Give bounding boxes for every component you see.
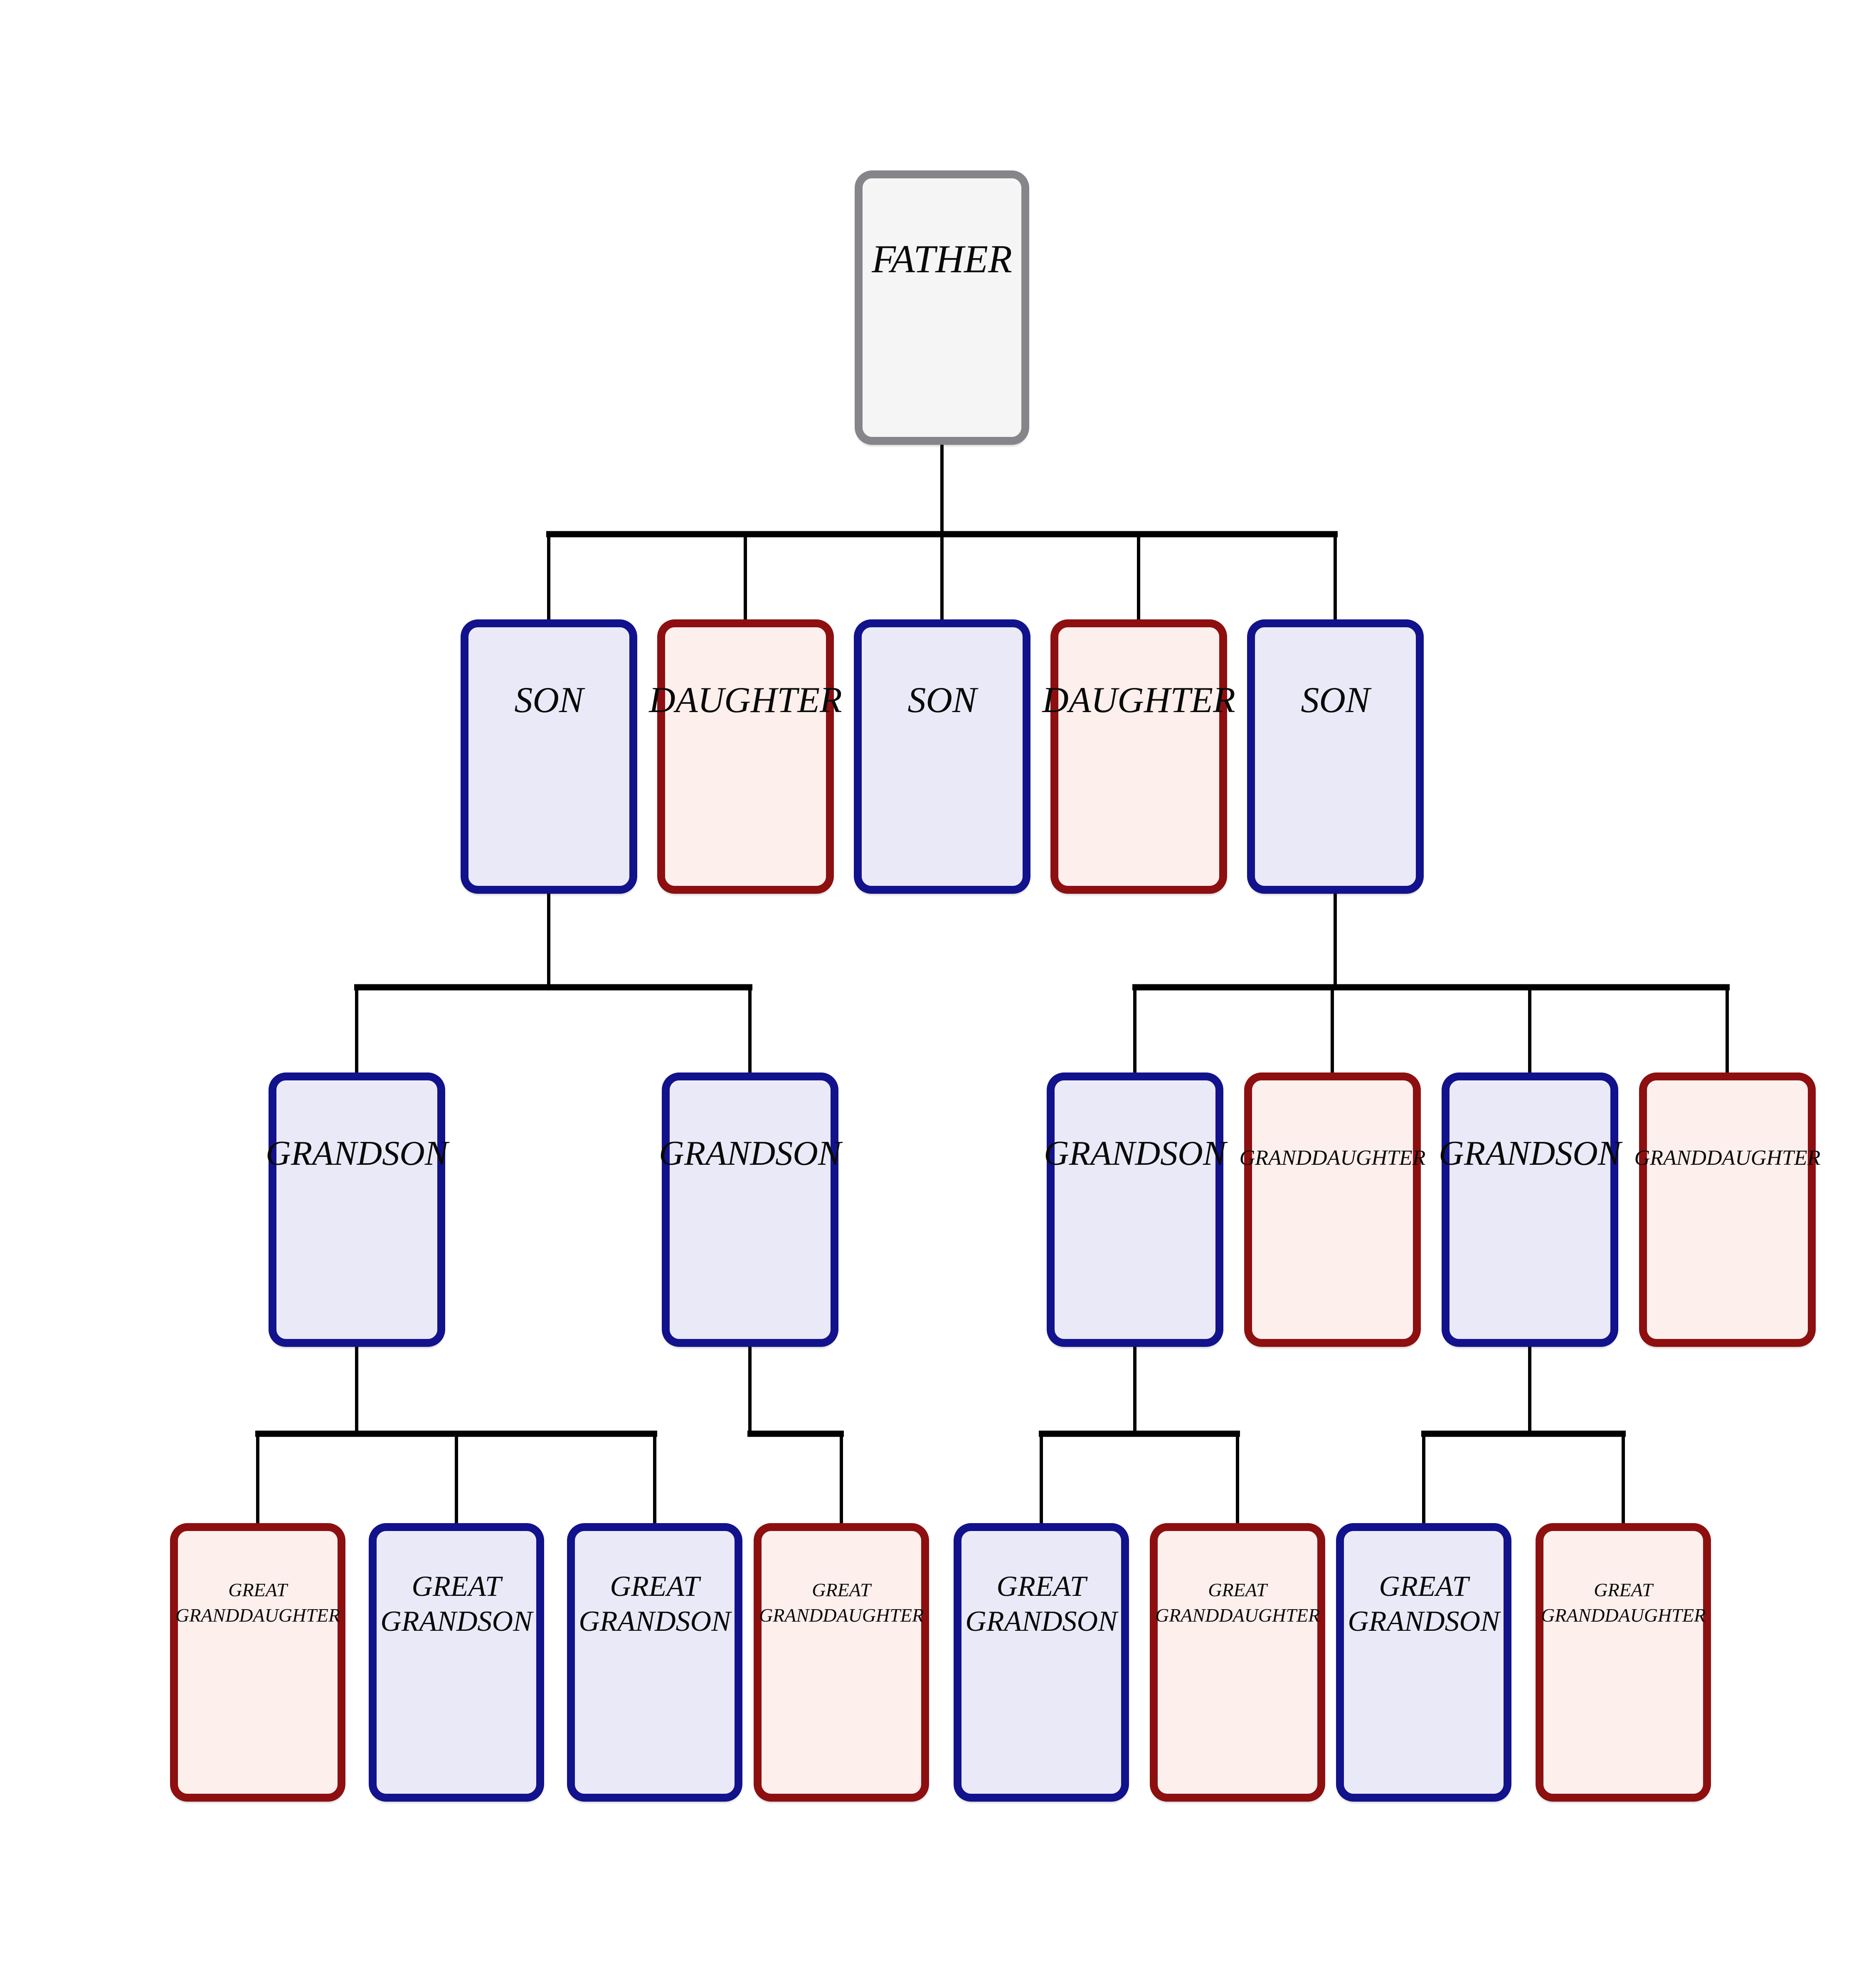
connector-father-to-gen2 xyxy=(546,445,1338,622)
node-label: GRANDDAUGHTER xyxy=(1634,1146,1821,1170)
node-great-granddaughter-3: GREAT GRANDDAUGHTER xyxy=(1150,1523,1325,1802)
node-label: GREAT GRANDDAUGHTER xyxy=(1155,1579,1320,1626)
node-great-granddaughter-4: GREAT GRANDDAUGHTER xyxy=(1536,1523,1711,1802)
node-label: SON xyxy=(907,680,977,720)
connector-grandson2-to-great-grandchild xyxy=(747,1347,844,1526)
node-daughter-1: DAUGHTER xyxy=(649,619,842,894)
node-label: GRANDSON xyxy=(659,1134,841,1173)
node-label: GREAT GRANDSON xyxy=(380,1571,532,1637)
node-father: FATHER xyxy=(855,170,1029,445)
node-label: GREAT GRANDDAUGHTER xyxy=(1541,1579,1706,1626)
connector-grandson1-to-great-grandchildren xyxy=(255,1347,657,1526)
connector-grandson3-to-great-grandchildren xyxy=(1039,1347,1240,1526)
node-label: GRANDSON xyxy=(266,1134,448,1173)
node-grandson-4: GRANDSON xyxy=(1439,1072,1621,1347)
node-daughter-2: DAUGHTER xyxy=(1042,619,1235,894)
node-label: SON xyxy=(1301,680,1370,720)
node-son-3: SON xyxy=(1247,619,1424,894)
node-label: GRANDSON xyxy=(1044,1134,1226,1173)
node-label: GRANDDAUGHTER xyxy=(1239,1146,1426,1170)
node-label: DAUGHTER xyxy=(649,680,842,720)
node-label: GRANDSON xyxy=(1439,1134,1621,1173)
node-grandson-3: GRANDSON xyxy=(1044,1072,1226,1347)
node-great-grandson-1: GREAT GRANDSON xyxy=(369,1523,544,1802)
node-grandson-2: GRANDSON xyxy=(659,1072,841,1347)
node-great-granddaughter-1: GREAT GRANDDAUGHTER xyxy=(170,1523,345,1802)
node-granddaughter-2: GRANDDAUGHTER xyxy=(1634,1072,1820,1347)
node-label: GREAT GRANDDAUGHTER xyxy=(175,1579,340,1626)
connector-grandson4-to-great-grandchildren xyxy=(1421,1347,1626,1526)
node-label: FATHER xyxy=(872,237,1012,281)
connector-son1-to-grandsons xyxy=(354,894,752,1075)
node-grandson-1: GRANDSON xyxy=(266,1072,448,1347)
node-label: DAUGHTER xyxy=(1042,680,1235,720)
node-granddaughter-1: GRANDDAUGHTER xyxy=(1240,1072,1425,1347)
node-label: GREAT GRANDDAUGHTER xyxy=(759,1579,924,1626)
node-label: GREAT GRANDSON xyxy=(579,1571,731,1637)
node-label: GREAT GRANDSON xyxy=(1348,1571,1500,1637)
node-son-2: SON xyxy=(854,619,1030,894)
node-great-grandson-3: GREAT GRANDSON xyxy=(954,1523,1129,1802)
node-label: SON xyxy=(514,680,584,720)
node-label: GREAT GRANDSON xyxy=(965,1571,1117,1637)
node-great-grandson-4: GREAT GRANDSON xyxy=(1336,1523,1511,1802)
connector-son3-to-grandchildren xyxy=(1132,894,1730,1075)
node-great-granddaughter-2: GREAT GRANDDAUGHTER xyxy=(754,1523,929,1802)
node-great-grandson-2: GREAT GRANDSON xyxy=(567,1523,742,1802)
node-son-1: SON xyxy=(461,619,637,894)
